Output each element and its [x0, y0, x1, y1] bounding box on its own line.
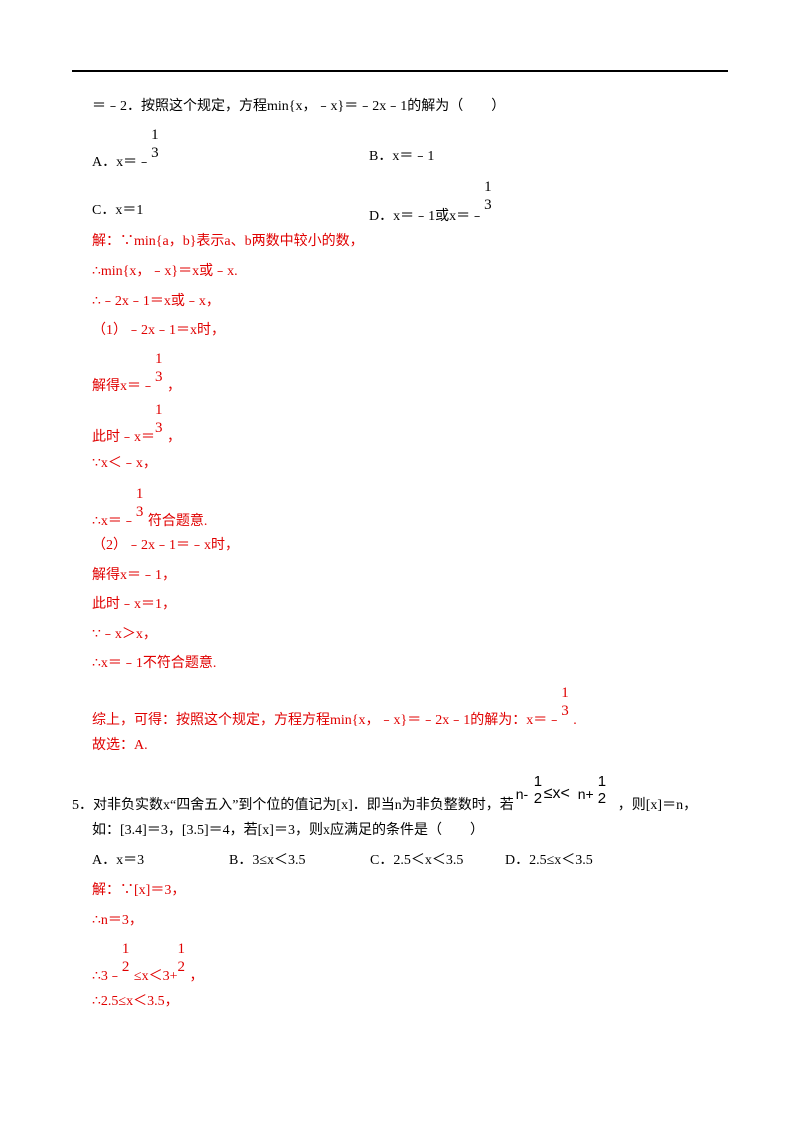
- solution-line: ∵x＜﹣x，: [92, 456, 157, 471]
- solution-line: 此时﹣x＝1，: [92, 597, 176, 612]
- solution-line: ∵﹣x＞x，: [92, 627, 157, 642]
- question-5-stem: 5．对非负实数x“四舍五入”到个位的值记为[x]．即当n为非负整数时，若 n- …: [72, 773, 698, 813]
- solution-line: 解：∵min{a，b}表示a、b两数中较小的数，: [92, 234, 364, 249]
- solution-answer: 故选：A.: [92, 738, 148, 753]
- solution-line: 解：∵[x]＝3，: [92, 883, 186, 898]
- option-b: B．x＝﹣1: [369, 149, 435, 164]
- solution-line: ∴n＝3，: [92, 913, 143, 928]
- solution-conclusion: 综上，可得：按照这个规定，方程方程min{x，﹣x}＝﹣2x﹣1的解为：x＝﹣1…: [92, 685, 577, 729]
- solution-line: ∴x＝﹣1不符合题意.: [92, 656, 217, 671]
- option-d: D．2.5≤x＜3.5: [505, 853, 593, 868]
- solution-line: ∴min{x，﹣x}＝x或﹣x.: [92, 264, 238, 279]
- solution-line: 解得x＝﹣1，: [92, 568, 176, 583]
- option-a: A．x＝3: [92, 853, 145, 868]
- header-rule: [72, 70, 728, 72]
- rounding-inequality-formula: n- 1 2 ≤x< n+ 1 2: [515, 773, 607, 807]
- question-5-example: 如：[3.4]＝3，[3.5]＝4，若[x]＝3，则x应满足的条件是（ ）: [92, 823, 484, 838]
- option-c: C．2.5＜x＜3.5: [370, 853, 464, 868]
- option-b: B．3≤x＜3.5: [229, 853, 306, 868]
- solution-line: ∴2.5≤x＜3.5，: [92, 994, 179, 1009]
- solution-line: （2）﹣2x﹣1＝﹣x时，: [92, 538, 239, 553]
- option-c: C．x＝1: [92, 203, 144, 218]
- solution-line: ∴﹣2x﹣1＝x或﹣x，: [92, 294, 220, 309]
- solution-line: （1）﹣2x﹣1＝x时，: [92, 323, 225, 338]
- question-4-stem: ＝﹣2．按照这个规定，方程min{x，﹣x}＝﹣2x﹣1的解为（ ）: [92, 99, 506, 114]
